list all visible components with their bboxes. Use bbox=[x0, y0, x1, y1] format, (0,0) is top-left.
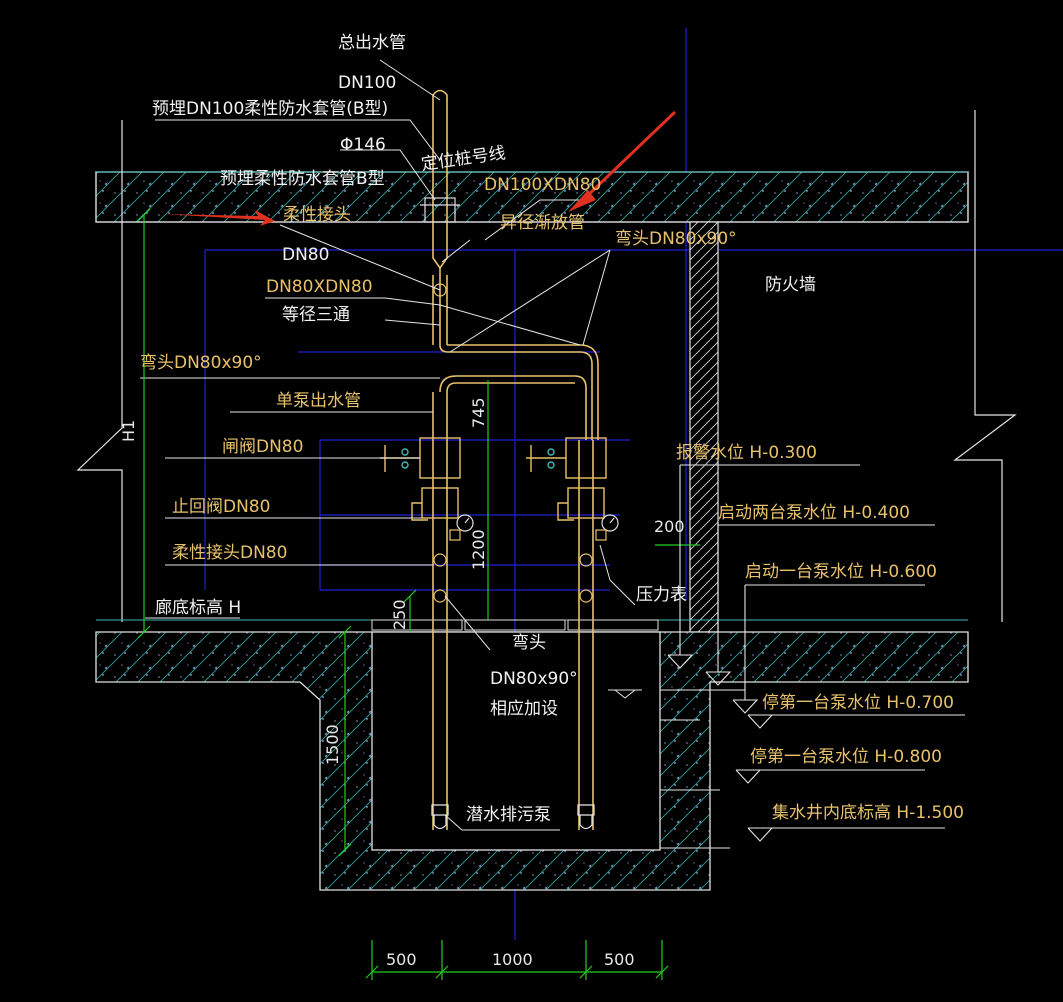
dim-h1: H1 bbox=[119, 420, 138, 442]
wall-break-lines bbox=[76, 110, 1017, 622]
submersible-pump-right bbox=[577, 804, 595, 830]
label-flex-joint-bottom: 柔性接头DN80 bbox=[172, 543, 287, 563]
fire-wall bbox=[689, 221, 719, 633]
pressure-gauge-right bbox=[595, 514, 619, 541]
label-alarm-level: 报警水位 H-0.300 bbox=[676, 443, 817, 463]
label-elbow-bottom-2: DN80x90° bbox=[490, 669, 578, 689]
dim-1000: 1000 bbox=[492, 950, 533, 969]
dim-500-right: 500 bbox=[604, 950, 635, 969]
red-arrow-left bbox=[162, 210, 275, 226]
label-stop-second: 停第一台泵水位 H-0.800 bbox=[750, 747, 942, 767]
label-tee-name: 等径三通 bbox=[282, 305, 350, 325]
label-main-outlet: 总出水管 bbox=[338, 33, 406, 53]
label-elbow-bottom-1: 弯头 bbox=[512, 633, 546, 653]
label-dn100: DN100 bbox=[338, 73, 396, 93]
submersible-pump-left bbox=[431, 804, 449, 830]
check-valve-left bbox=[411, 487, 459, 521]
gate-valve-right bbox=[526, 437, 607, 479]
label-stop-first: 停第一台泵水位 H-0.700 bbox=[762, 693, 954, 713]
label-pit-bottom: 集水井内底标高 H-1.500 bbox=[772, 803, 964, 823]
joint-markers bbox=[433, 283, 593, 603]
dim-1200: 1200 bbox=[469, 529, 488, 570]
label-single-outlet: 单泵出水管 bbox=[276, 391, 361, 411]
red-arrow-right bbox=[568, 110, 677, 212]
label-flex-joint-top: 柔性接头 bbox=[283, 205, 351, 225]
label-fire-wall: 防火墙 bbox=[765, 275, 816, 295]
label-phi146: Φ146 bbox=[340, 135, 386, 155]
label-elbow-bottom-3: 相应加设 bbox=[490, 699, 558, 719]
label-elbow-left: 弯头DN80x90° bbox=[140, 353, 262, 373]
label-start-two: 启动两台泵水位 H-0.400 bbox=[718, 503, 910, 523]
label-reducer-size: DN100XDN80 bbox=[484, 175, 601, 195]
water-level-markers bbox=[660, 464, 965, 849]
dim-1500: 1500 bbox=[323, 724, 342, 765]
wall-sleeve bbox=[420, 197, 460, 223]
leader-lines bbox=[140, 59, 636, 831]
dim-500-left: 500 bbox=[386, 950, 417, 969]
label-dn80: DN80 bbox=[282, 245, 329, 265]
dim-200: 200 bbox=[654, 517, 685, 536]
label-floor-elev: 廊底标高 H bbox=[155, 598, 241, 618]
floor-slab-and-pit bbox=[95, 619, 969, 891]
label-sleeve-b: 预埋柔性防水套管B型 bbox=[220, 169, 385, 189]
check-valve-right bbox=[557, 487, 605, 521]
pressure-gauge-left bbox=[449, 514, 474, 541]
label-sub-pump: 潜水排污泵 bbox=[466, 805, 551, 825]
top-slab bbox=[95, 171, 969, 223]
label-sleeve-dn100: 预埋DN100柔性防水套管(B型) bbox=[152, 99, 388, 119]
label-tee-size: DN80XDN80 bbox=[266, 277, 373, 297]
label-check-valve: 止回阀DN80 bbox=[172, 497, 270, 517]
label-reducer-name: 异径渐放管 bbox=[500, 213, 585, 233]
pipework bbox=[432, 89, 599, 830]
dim-745: 745 bbox=[469, 397, 488, 428]
label-gate-valve: 闸阀DN80 bbox=[222, 437, 303, 457]
label-start-one: 启动一台泵水位 H-0.600 bbox=[745, 562, 937, 582]
label-pressure-gauge: 压力表 bbox=[636, 585, 687, 605]
label-elbow-top: 弯头DN80x90° bbox=[615, 229, 737, 249]
dim-250: 250 bbox=[390, 599, 409, 630]
dimension-lines bbox=[137, 208, 700, 980]
